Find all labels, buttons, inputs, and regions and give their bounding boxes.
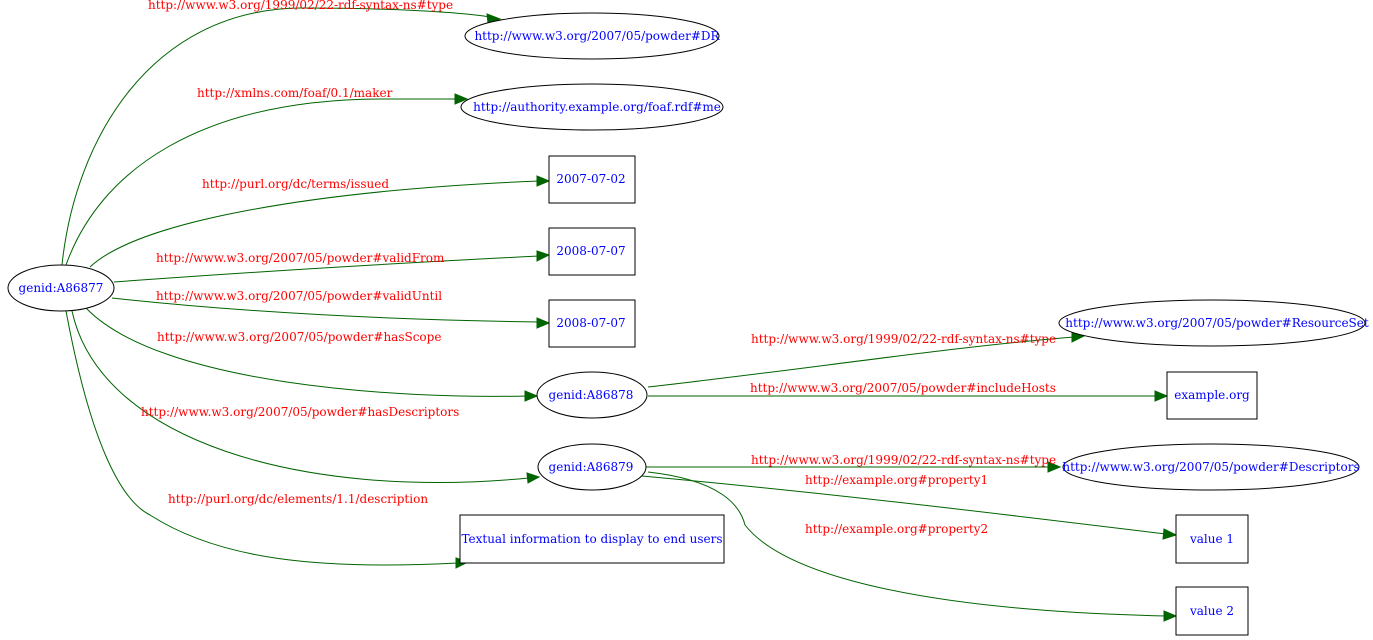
edges: http://www.w3.org/1999/02/22-rdf-syntax-…: [61, 0, 1178, 622]
edge-type-resource-set: http://www.w3.org/1999/02/22-rdf-syntax-…: [647, 331, 1086, 388]
node-example-org[interactable]: example.org: [1166, 371, 1258, 420]
node-resource-set[interactable]: http://www.w3.org/2007/05/powder#Resourc…: [1058, 299, 1369, 347]
edge-issued: http://purl.org/dc/terms/issued: [89, 175, 551, 268]
node-label-value2: value 2: [1189, 604, 1234, 618]
node-label-genid-a86879: genid:A86879: [549, 460, 634, 474]
node-valid-until-date[interactable]: 2008-07-07: [548, 299, 636, 348]
node-label-authority-me: http://authority.example.org/foaf.rdf#me: [473, 100, 721, 114]
node-description-text[interactable]: Textual information to display to end us…: [459, 514, 725, 564]
edge-valid-from: http://www.w3.org/2007/05/powder#validFr…: [113, 250, 551, 283]
node-label-resource-set: http://www.w3.org/2007/05/powder#Resourc…: [1065, 316, 1369, 330]
edge-label-has-descriptors: http://www.w3.org/2007/05/powder#hasDesc…: [141, 405, 459, 419]
edge-label-include-hosts: http://www.w3.org/2007/05/powder#include…: [750, 381, 1056, 395]
edge-has-descriptors: http://www.w3.org/2007/05/powder#hasDesc…: [71, 310, 541, 484]
node-issued-date[interactable]: 2007-07-02: [548, 155, 636, 204]
edge-label-type-descriptors: http://www.w3.org/1999/02/22-rdf-syntax-…: [751, 453, 1056, 467]
node-label-genid-a86877: genid:A86877: [19, 281, 104, 295]
node-descriptors[interactable]: http://www.w3.org/2007/05/powder#Descrip…: [1062, 443, 1360, 491]
edge-label-property1: http://example.org#property1: [805, 473, 988, 487]
node-genid-a86878[interactable]: genid:A86878: [536, 371, 648, 419]
node-label-descriptors: http://www.w3.org/2007/05/powder#Descrip…: [1062, 460, 1359, 474]
edge-label-issued: http://purl.org/dc/terms/issued: [202, 177, 389, 191]
edge-label-valid-until: http://www.w3.org/2007/05/powder#validUn…: [156, 289, 442, 303]
node-genid-a86879[interactable]: genid:A86879: [537, 443, 647, 491]
edge-label-property2: http://example.org#property2: [805, 522, 988, 536]
edge-type-descriptors: http://www.w3.org/1999/02/22-rdf-syntax-…: [646, 453, 1062, 473]
node-label-value1: value 1: [1189, 532, 1234, 546]
node-genid-a86877[interactable]: genid:A86877: [7, 264, 115, 312]
edge-label-type-resource-set: http://www.w3.org/1999/02/22-rdf-syntax-…: [751, 332, 1056, 346]
node-label-issued-date: 2007-07-02: [556, 172, 625, 186]
edge-label-has-scope: http://www.w3.org/2007/05/powder#hasScop…: [157, 330, 441, 344]
node-value2[interactable]: value 2: [1175, 586, 1249, 636]
edge-label-type-dr: http://www.w3.org/1999/02/22-rdf-syntax-…: [148, 0, 453, 12]
node-label-description-text: Textual information to display to end us…: [461, 532, 722, 546]
edge-type-dr: http://www.w3.org/1999/02/22-rdf-syntax-…: [61, 0, 502, 266]
edge-property1: http://example.org#property1: [641, 473, 1178, 540]
node-label-powder-dr: http://www.w3.org/2007/05/powder#DR: [474, 29, 720, 43]
edge-label-valid-from: http://www.w3.org/2007/05/powder#validFr…: [156, 251, 445, 265]
edge-maker: http://xmlns.com/foaf/0.1/maker: [65, 86, 469, 266]
node-value1[interactable]: value 1: [1175, 514, 1249, 564]
edge-include-hosts: http://www.w3.org/2007/05/powder#include…: [648, 381, 1169, 402]
node-label-genid-a86878: genid:A86878: [549, 388, 634, 402]
edge-label-description: http://purl.org/dc/elements/1.1/descript…: [168, 492, 428, 506]
node-authority-me[interactable]: http://authority.example.org/foaf.rdf#me: [460, 83, 724, 131]
edge-property2: http://example.org#property2: [647, 471, 1178, 622]
edge-valid-until: http://www.w3.org/2007/05/powder#validUn…: [111, 289, 551, 329]
edge-label-maker: http://xmlns.com/foaf/0.1/maker: [197, 86, 393, 100]
nodes: genid:A86877 http://www.w3.org/2007/05/p…: [7, 12, 1369, 636]
edge-description: http://purl.org/dc/elements/1.1/descript…: [65, 310, 470, 569]
node-powder-dr[interactable]: http://www.w3.org/2007/05/powder#DR: [464, 12, 721, 60]
edge-has-scope: http://www.w3.org/2007/05/powder#hasScop…: [85, 307, 539, 402]
node-valid-from-date[interactable]: 2008-07-07: [548, 227, 636, 276]
node-label-example-org: example.org: [1174, 388, 1250, 402]
node-label-valid-from-date: 2008-07-07: [556, 244, 625, 258]
node-label-valid-until-date: 2008-07-07: [556, 316, 625, 330]
